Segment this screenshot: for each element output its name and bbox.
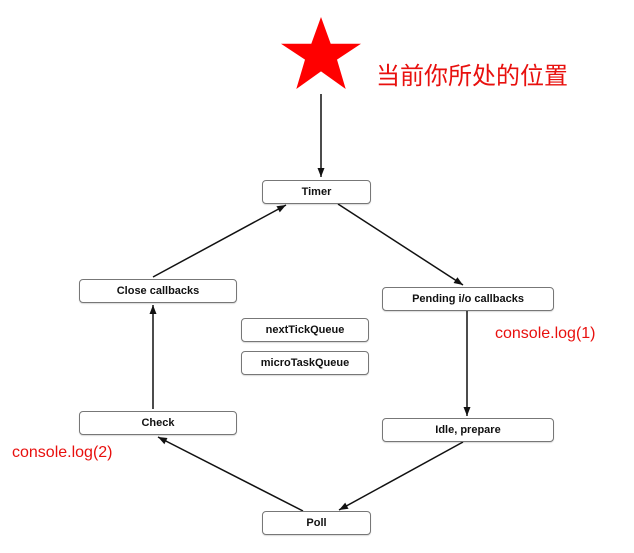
arrow-poll-to-check xyxy=(157,436,304,512)
next-tick-queue-node: nextTickQueue xyxy=(241,318,369,342)
micro-task-queue-node: microTaskQueue xyxy=(241,351,369,375)
console-log-2-annotation: console.log(2) xyxy=(12,444,113,461)
timer-node: Timer xyxy=(262,180,371,204)
console-log-1-annotation: console.log(1) xyxy=(495,325,596,342)
idle-prepare-node: Idle, prepare xyxy=(382,418,554,442)
arrow-timer-to-pending xyxy=(337,203,464,286)
current-position-label: 当前你所处的位置 xyxy=(376,62,568,90)
star-icon xyxy=(281,17,361,89)
poll-node: Poll xyxy=(262,511,371,535)
close-callbacks-node: Close callbacks xyxy=(79,279,237,303)
arrow-close-to-timer xyxy=(152,204,287,278)
check-node: Check xyxy=(79,411,237,435)
arrow-idle-to-poll xyxy=(338,441,464,511)
pending-io-callbacks-node: Pending i/o callbacks xyxy=(382,287,554,311)
